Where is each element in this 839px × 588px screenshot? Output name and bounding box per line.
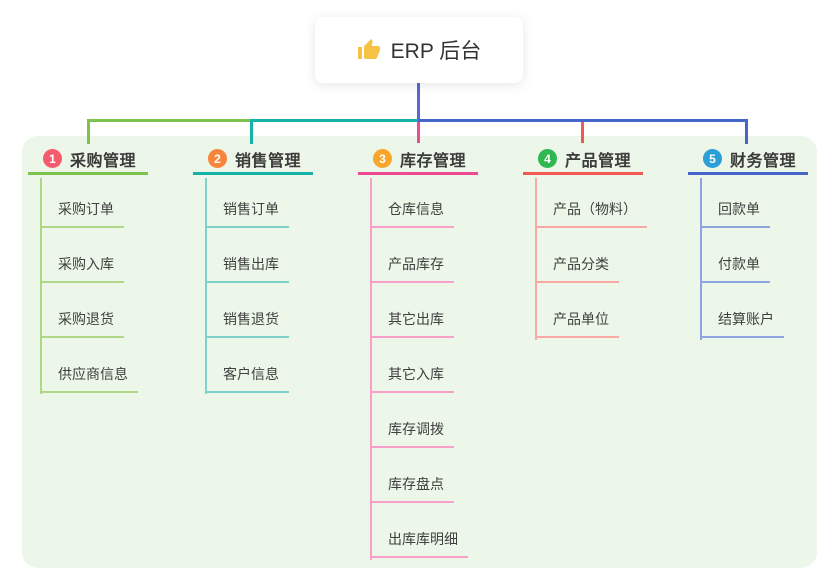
node-sales-outbound[interactable]: 销售出库 <box>205 251 289 283</box>
branch-inventory-title[interactable]: 3 库存管理 <box>358 145 478 175</box>
connector-drop-finance <box>745 119 748 144</box>
branch-trunk-line <box>40 178 42 394</box>
node-outbound-detail[interactable]: 出库库明细 <box>370 526 468 558</box>
branch-number-badge: 1 <box>43 149 62 168</box>
branch-trunk-line <box>700 178 702 340</box>
node-stock-transfer[interactable]: 库存调拨 <box>370 416 454 448</box>
connector-segment-right <box>418 119 748 122</box>
root-node-title: ERP 后台 <box>390 40 482 63</box>
node-other-outbound[interactable]: 其它出库 <box>370 306 454 338</box>
node-stock-taking[interactable]: 库存盘点 <box>370 471 454 503</box>
root-connector-line <box>417 82 420 122</box>
branch-purchase-title[interactable]: 1 采购管理 <box>28 145 148 175</box>
node-product-category[interactable]: 产品分类 <box>535 251 619 283</box>
branch-sales-title[interactable]: 2 销售管理 <box>193 145 313 175</box>
node-product-stock[interactable]: 产品库存 <box>370 251 454 283</box>
node-sales-order[interactable]: 销售订单 <box>205 196 289 228</box>
node-sales-return[interactable]: 销售退货 <box>205 306 289 338</box>
node-product-unit[interactable]: 产品单位 <box>535 306 619 338</box>
connector-drop-product <box>581 122 584 143</box>
branch-finance-title[interactable]: 5 财务管理 <box>688 145 808 175</box>
branch-trunk-line <box>370 178 372 560</box>
node-payment-bill[interactable]: 付款单 <box>700 251 770 283</box>
node-customer-info[interactable]: 客户信息 <box>205 361 289 393</box>
branch-title-label: 库存管理 <box>400 152 467 170</box>
root-node[interactable]: ERP 后台 <box>315 17 523 83</box>
connector-drop-inventory <box>417 122 420 143</box>
node-settlement-account[interactable]: 结算账户 <box>700 306 784 338</box>
node-supplier-info[interactable]: 供应商信息 <box>40 361 138 393</box>
branch-title-label: 销售管理 <box>235 152 302 170</box>
branches-background-panel <box>22 136 817 568</box>
connector-drop-purchase <box>87 119 90 144</box>
branch-trunk-line <box>205 178 207 394</box>
node-receipt-bill[interactable]: 回款单 <box>700 196 770 228</box>
branch-number-badge: 5 <box>703 149 722 168</box>
branch-number-badge: 4 <box>538 149 557 168</box>
connector-segment-purchase <box>87 119 251 122</box>
thumbs-up-icon <box>357 39 380 59</box>
branch-trunk-line <box>535 178 537 340</box>
node-product-material[interactable]: 产品（物料） <box>535 196 647 228</box>
branch-title-label: 采购管理 <box>70 152 137 170</box>
connector-segment-sales <box>250 119 418 122</box>
branch-number-badge: 2 <box>208 149 227 168</box>
node-purchase-inbound[interactable]: 采购入库 <box>40 251 124 283</box>
node-purchase-return[interactable]: 采购退货 <box>40 306 124 338</box>
branch-title-label: 产品管理 <box>565 152 632 170</box>
branch-title-label: 财务管理 <box>730 152 797 170</box>
connector-drop-sales <box>250 119 253 144</box>
node-other-inbound[interactable]: 其它入库 <box>370 361 454 393</box>
node-warehouse-info[interactable]: 仓库信息 <box>370 196 454 228</box>
node-purchase-order[interactable]: 采购订单 <box>40 196 124 228</box>
branch-number-badge: 3 <box>373 149 392 168</box>
branch-product-title[interactable]: 4 产品管理 <box>523 145 643 175</box>
